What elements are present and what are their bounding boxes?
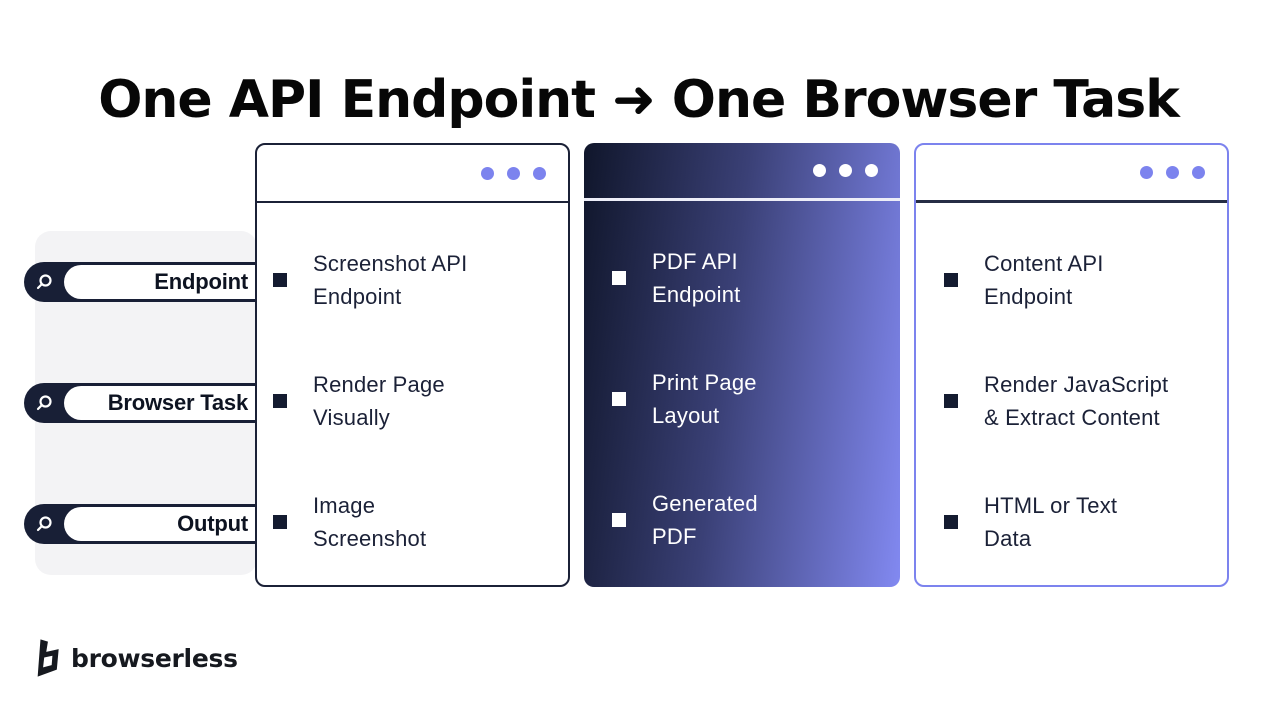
browser-window-titlebar [916, 145, 1227, 203]
browserless-logo-text: browserless [71, 643, 238, 673]
list-item: Content API Endpoint [944, 247, 1104, 313]
pill-browser-task: Browser Task [24, 383, 256, 423]
pill-inner: Endpoint [64, 265, 256, 299]
browserless-logo-icon [37, 639, 59, 677]
window-dot-icon [1166, 166, 1179, 179]
list-item-label: Render JavaScript & Extract Content [984, 372, 1169, 430]
square-bullet-icon [273, 515, 287, 529]
list-item: Generated PDF [612, 487, 758, 553]
list-item-label: Generated PDF [652, 491, 758, 549]
window-dot-icon [839, 164, 852, 177]
magnifier-icon [36, 274, 52, 290]
browserless-logo: browserless [33, 638, 238, 678]
list-item: Render Page Visually [273, 368, 445, 434]
window-dot-icon [507, 166, 520, 180]
content-api-card: Content API Endpoint Render JavaScript &… [914, 143, 1229, 587]
pill-output: Output [24, 504, 256, 544]
list-item-label: Image Screenshot [313, 493, 427, 551]
pill-label: Output [177, 511, 248, 536]
list-item: HTML or Text Data [944, 489, 1117, 555]
square-bullet-icon [612, 271, 626, 285]
square-bullet-icon [273, 394, 287, 408]
square-bullet-icon [612, 513, 626, 527]
square-bullet-icon [944, 515, 958, 529]
pill-label: Endpoint [154, 269, 248, 294]
browser-window-titlebar [584, 143, 900, 201]
square-bullet-icon [273, 273, 287, 287]
square-bullet-icon [944, 273, 958, 287]
window-dot-icon [1192, 166, 1205, 179]
browser-window-titlebar [257, 145, 568, 203]
list-item-label: HTML or Text Data [984, 493, 1118, 551]
square-bullet-icon [944, 394, 958, 408]
list-item-label: Render Page Visually [313, 372, 445, 430]
window-dot-icon [533, 166, 546, 180]
pill-inner: Output [64, 507, 256, 541]
card-body: PDF API Endpoint Print Page Layout Gener… [584, 201, 900, 585]
square-bullet-icon [612, 392, 626, 406]
pdf-api-card: PDF API Endpoint Print Page Layout Gener… [584, 143, 900, 587]
magnifier-icon [36, 516, 52, 532]
page-title: One API Endpoint ➜ One Browser Task [98, 69, 1180, 130]
magnifier-icon [36, 395, 52, 411]
list-item-label: Screenshot API Endpoint [313, 251, 468, 309]
pill-label: Browser Task [107, 390, 248, 415]
pill-inner: Browser Task [64, 386, 256, 420]
list-item: Screenshot API Endpoint [273, 247, 467, 313]
list-item-label: Content API Endpoint [984, 251, 1104, 309]
window-dot-icon [1140, 166, 1153, 179]
pill-endpoint: Endpoint [24, 262, 256, 302]
window-dot-icon [813, 164, 826, 177]
window-dot-icon [865, 164, 878, 177]
card-body: Screenshot API Endpoint Render Page Visu… [257, 203, 568, 583]
list-item-label: PDF API Endpoint [652, 249, 741, 307]
list-item: PDF API Endpoint [612, 245, 740, 311]
list-item: Print Page Layout [612, 366, 757, 432]
list-item: Image Screenshot [273, 489, 426, 555]
list-item: Render JavaScript & Extract Content [944, 368, 1168, 434]
list-item-label: Print Page Layout [652, 370, 757, 428]
card-body: Content API Endpoint Render JavaScript &… [916, 203, 1227, 583]
screenshot-api-card: Screenshot API Endpoint Render Page Visu… [255, 143, 570, 587]
window-dot-icon [481, 166, 494, 180]
